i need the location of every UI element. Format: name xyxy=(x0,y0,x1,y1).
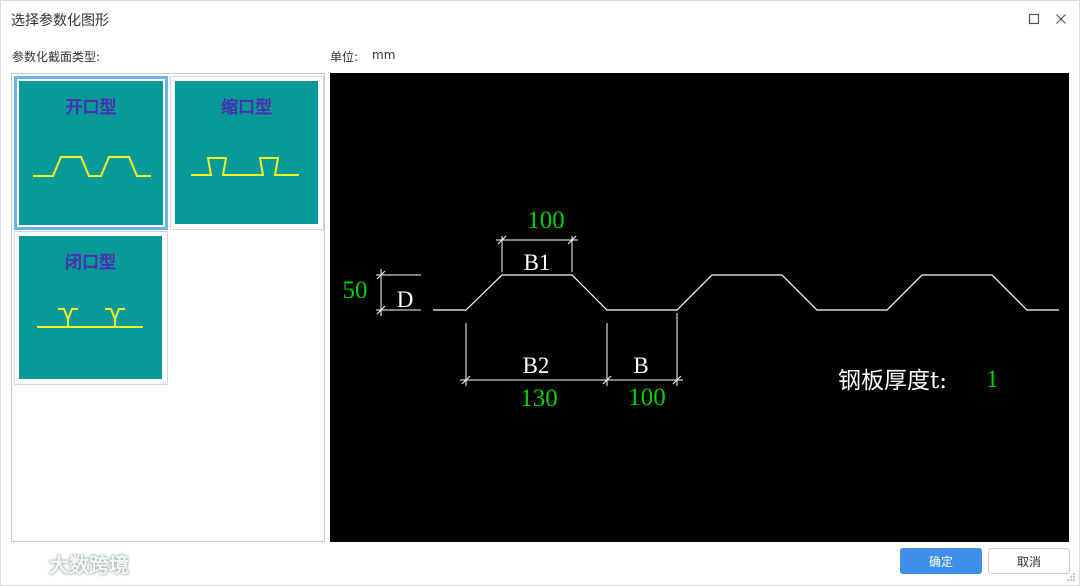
open-profile-icon xyxy=(33,156,151,177)
dialog-title: 选择参数化图形 xyxy=(11,13,109,29)
resize-grip-icon[interactable] xyxy=(1066,572,1076,582)
profile-drawing: 100 B1 50 D B2 130 xyxy=(343,207,1059,412)
watermark: 大数跨境 xyxy=(9,549,129,578)
b1-value: 100 xyxy=(527,207,565,234)
watermark-logo-icon xyxy=(9,554,43,573)
closed-profile-icon xyxy=(37,308,143,328)
profile-preview-canvas: 100 B1 50 D B2 130 xyxy=(330,73,1069,542)
maximize-icon xyxy=(1028,13,1040,25)
tile-swatch: 开口型 xyxy=(19,81,163,225)
close-button[interactable] xyxy=(1051,9,1071,29)
b1-dimension xyxy=(496,235,578,272)
tile-swatch: 闭口型 xyxy=(19,236,162,379)
b-label: B xyxy=(633,353,648,378)
tile-closed-profile[interactable]: 闭口型 xyxy=(14,231,168,385)
tile-label: 开口型 xyxy=(65,98,117,118)
reentrant-profile-icon xyxy=(191,157,299,176)
b2-label: B2 xyxy=(523,353,550,378)
unit-label: 单位: xyxy=(330,50,359,64)
watermark-text: 大数跨境 xyxy=(49,553,129,577)
d-label: D xyxy=(397,287,414,312)
tile-reentrant-profile[interactable]: 缩口型 xyxy=(170,76,324,230)
thickness-value: 1 xyxy=(986,366,999,393)
b2-b-dimension xyxy=(460,313,683,386)
unit-value: mm xyxy=(372,48,396,62)
profile-line xyxy=(433,274,1059,311)
b-value: 100 xyxy=(628,384,666,411)
b1-label: B1 xyxy=(524,250,551,275)
title-bar: 选择参数化图形 xyxy=(1,1,1079,37)
close-icon xyxy=(1056,14,1066,24)
tile-open-profile[interactable]: 开口型 xyxy=(14,76,168,230)
section-type-label: 参数化截面类型: xyxy=(12,50,101,64)
tile-swatch: 缩口型 xyxy=(175,81,318,224)
unit-row: 单位: mm xyxy=(330,48,395,65)
tile-label: 缩口型 xyxy=(221,98,272,118)
tile-label: 闭口型 xyxy=(65,253,116,273)
section-type-list: 开口型 缩口型 闭口型 xyxy=(11,73,325,542)
b2-value: 130 xyxy=(520,385,558,412)
ok-button[interactable]: 确定 xyxy=(900,548,982,574)
d-value: 50 xyxy=(343,277,368,304)
cancel-button[interactable]: 取消 xyxy=(988,548,1070,574)
thickness-label: 钢板厚度t: xyxy=(838,368,947,394)
maximize-button[interactable] xyxy=(1024,9,1044,29)
d-dimension xyxy=(376,269,421,316)
